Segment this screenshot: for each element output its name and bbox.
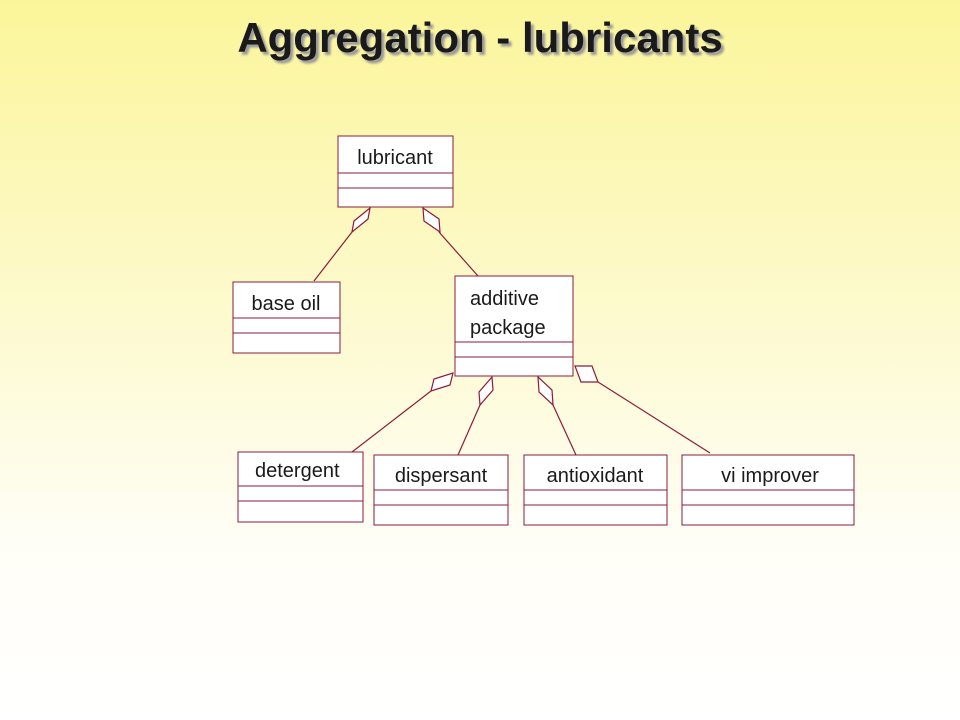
link-antioxidant-additive	[552, 404, 577, 456]
class-name-base-oil: base oil	[252, 293, 321, 315]
class-detergent[interactable]: detergent	[237, 451, 364, 523]
class-dispersant[interactable]: dispersant	[373, 454, 509, 526]
aggregation-diamond	[574, 365, 599, 383]
class-name-additive-line2: package	[470, 317, 546, 339]
class-box	[237, 451, 364, 523]
class-additive-package[interactable]: additive package	[454, 275, 574, 377]
class-name-dispersant: dispersant	[395, 465, 488, 487]
aggregation-diamond	[478, 375, 494, 407]
class-name-antioxidant: antioxidant	[547, 465, 644, 487]
link-base-oil-lubricant	[313, 231, 353, 282]
aggregation-diamond	[422, 206, 441, 234]
aggregation-links	[313, 206, 711, 456]
slide-title: Aggregation - lubricants	[237, 14, 723, 61]
class-vi-improver[interactable]: vi improver	[681, 454, 855, 526]
class-antioxidant[interactable]: antioxidant	[523, 454, 668, 526]
class-lubricant[interactable]: lubricant	[337, 135, 454, 208]
class-name-additive-line1: additive	[470, 288, 539, 310]
link-vi-improver-additive	[597, 381, 711, 454]
class-name-lubricant: lubricant	[357, 147, 433, 169]
class-box	[454, 275, 574, 377]
aggregation-diamond	[537, 375, 554, 407]
link-additive-lubricant	[438, 231, 479, 277]
aggregation-diamond	[351, 206, 371, 234]
link-dispersant-additive	[457, 404, 481, 456]
aggregation-diamond	[430, 372, 454, 392]
class-box	[337, 135, 454, 208]
class-name-detergent: detergent	[255, 460, 340, 482]
class-name-vi-improver: vi improver	[721, 465, 819, 487]
link-detergent-additive	[351, 390, 432, 453]
class-base-oil[interactable]: base oil	[232, 281, 341, 354]
